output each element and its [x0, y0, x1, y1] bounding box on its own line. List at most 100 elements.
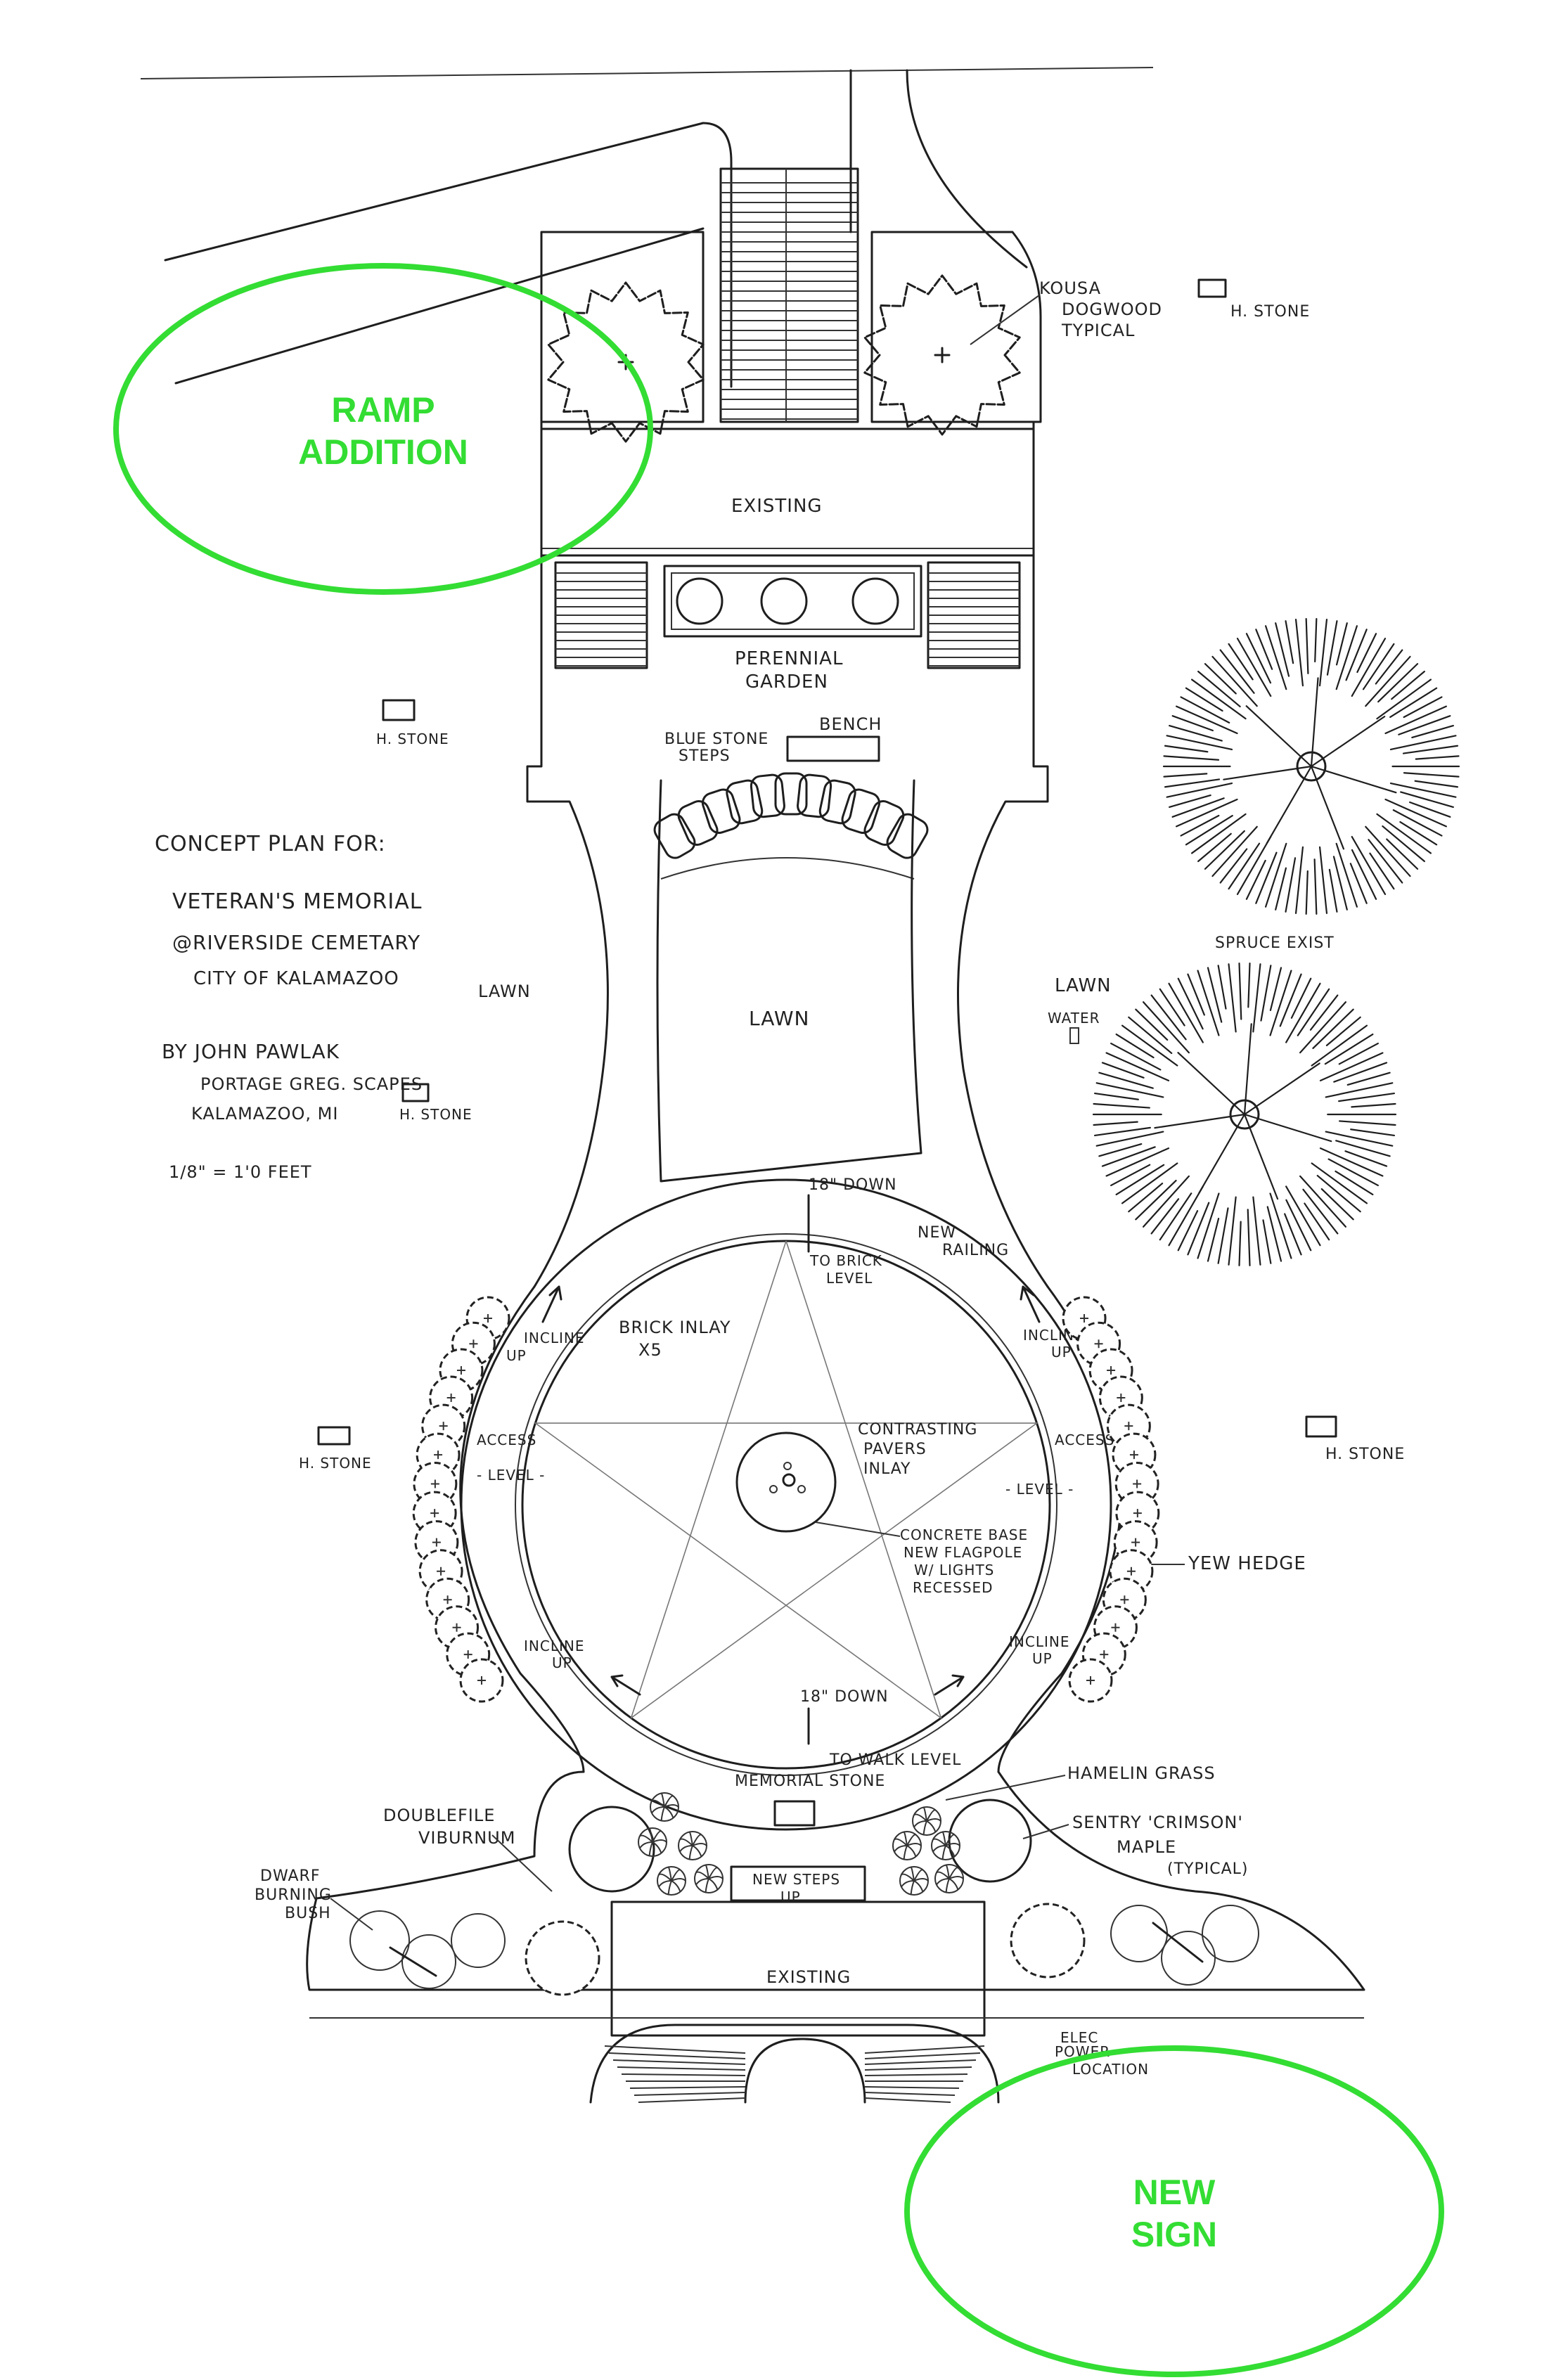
sentry-maples: [525, 1799, 1086, 1996]
h-stone-label-4: H. STONE: [299, 1455, 372, 1472]
riverside-label: @RIVERSIDE CEMETARY: [172, 931, 420, 954]
garden-label: GARDEN: [745, 671, 828, 693]
viburnum-label: VIBURNUM: [418, 1828, 515, 1848]
burning-label: BURNING: [255, 1886, 332, 1904]
typical-label: TYPICAL: [1061, 321, 1135, 340]
existing-terrace: [540, 427, 1035, 557]
pavers-label: PAVERS: [863, 1441, 927, 1458]
doublefile-label: DOUBLEFILE: [383, 1806, 495, 1825]
concrete-base-label: CONCRETE BASE: [900, 1526, 1028, 1543]
author-label: BY JOHN PAWLAK: [162, 1040, 340, 1063]
water-label: WATER: [1048, 1010, 1100, 1027]
up-tr: UP: [1051, 1344, 1072, 1361]
new-sign-callout: [904, 2045, 1444, 2377]
elec-label: ELEC: [1060, 2029, 1098, 2046]
dogwood-label: DOGWOOD: [1062, 300, 1162, 319]
down-18-bottom-label: 18" DOWN: [800, 1688, 889, 1706]
perennial-garden-box: [663, 565, 922, 638]
up-bl: UP: [552, 1654, 572, 1671]
typical-paren-label: (TYPICAL): [1167, 1860, 1248, 1878]
spruce-label: SPRUCE EXIST: [1215, 934, 1335, 952]
title-block: CONCEPT PLAN FOR: VETERAN'S MEMORIAL @RI…: [155, 832, 423, 1182]
company-label: PORTAGE GREG. SCAPES: [200, 1074, 423, 1094]
contrasting-label: CONTRASTING: [858, 1421, 977, 1439]
down-18-top-label: 18" DOWN: [809, 1176, 897, 1194]
incline-bl: INCLINE: [524, 1638, 584, 1654]
hamelin-leader: [945, 1775, 1066, 1801]
perennial-label: PERENNIAL: [735, 648, 843, 669]
veterans-memorial-label: VETERAN'S MEMORIAL: [172, 889, 422, 914]
h-stone-label-5: H. STONE: [1325, 1446, 1405, 1463]
up-br: UP: [1032, 1650, 1053, 1667]
top-border-line: [140, 67, 1154, 79]
burning-bush-leader: [330, 1898, 373, 1931]
top-planters: [540, 69, 1042, 423]
railing-label: RAILING: [942, 1242, 1009, 1259]
access-right: ACCESS: [1055, 1432, 1114, 1448]
location-label-elec: LOCATION: [1072, 2061, 1149, 2078]
to-brick-label: TO BRICK: [809, 1252, 882, 1269]
circular-plaza: [459, 1178, 1123, 1831]
ramp-line1: RAMP: [331, 390, 435, 430]
steps-label: STEPS: [679, 747, 731, 765]
location-label: KALAMAZOO, MI: [191, 1104, 338, 1124]
diagonal-road: [164, 122, 733, 388]
level-right: - LEVEL -: [1005, 1481, 1074, 1498]
kousa-label: KOUSA: [1039, 278, 1101, 298]
bench-label: BENCH: [819, 714, 882, 734]
maple-leader: [1022, 1824, 1069, 1839]
new-flagpole-label: NEW FLAGPOLE: [904, 1544, 1022, 1561]
blue-stone-steps: [653, 772, 929, 859]
hamelin-grass-label: HAMELIN GRASS: [1067, 1763, 1216, 1783]
existing-top-label: EXISTING: [731, 496, 823, 517]
incline-arrows: [541, 1194, 1041, 1745]
viburnum-leader: [491, 1834, 553, 1892]
side-steps-right: [927, 561, 1021, 669]
burning-bush-group: [349, 1905, 1259, 1989]
memorial-stone-label: MEMORIAL STONE: [735, 1773, 885, 1790]
level-left: - LEVEL -: [477, 1467, 545, 1484]
yew-hedge-right: [1062, 1296, 1160, 1703]
city-label: CITY OF KALAMAZOO: [193, 968, 399, 989]
memorial-stone: [773, 1800, 816, 1827]
top-staircase: [719, 167, 859, 423]
access-left: ACCESS: [477, 1432, 536, 1448]
kousa-leader: [970, 295, 1040, 345]
bench: [786, 735, 880, 762]
sign-line1: NEW: [1133, 2173, 1216, 2212]
h-stone-label-2: H. STONE: [376, 731, 449, 747]
concept-title: CONCEPT PLAN FOR:: [155, 832, 386, 856]
to-brick-level-label: LEVEL: [826, 1270, 873, 1287]
h-stone-label-1: H. STONE: [1230, 303, 1310, 321]
w-lights-label: W/ LIGHTS: [914, 1562, 994, 1578]
recessed-label: RECESSED: [913, 1579, 994, 1596]
ramp-line2: ADDITION: [298, 432, 468, 472]
brick-inlay-label: BRICK INLAY: [619, 1318, 731, 1337]
h-stone-label-3: H. STONE: [399, 1106, 472, 1123]
blue-stone-label: BLUE STONE: [664, 731, 769, 748]
hamelin-grass-clumps: [638, 1792, 964, 1896]
incline-br: INCLINE: [1009, 1633, 1069, 1650]
lawn-center-label: LAWN: [749, 1007, 810, 1030]
yew-hedge-left: [412, 1296, 510, 1703]
bush-label: BUSH: [285, 1905, 331, 1922]
sign-line2: SIGN: [1131, 2215, 1217, 2254]
spruce-trees: [1092, 618, 1460, 1266]
flagpole-base: [735, 1432, 837, 1533]
headstone-markers: [317, 278, 1337, 1446]
to-walk-level-label: TO WALK LEVEL: [829, 1751, 961, 1769]
x5-label: X5: [638, 1340, 662, 1360]
new-steps-label: NEW STEPS: [752, 1871, 840, 1888]
dwarf-label: DWARF: [260, 1867, 320, 1885]
scale-label: 1/8" = 1'0 FEET: [169, 1162, 312, 1182]
corridor-outline: [526, 420, 1049, 1288]
lawn-right-label: LAWN: [1055, 975, 1112, 996]
lawn-left-label: LAWN: [478, 982, 531, 1001]
bottom-entrance: MEMORIAL STONE: [306, 1770, 1365, 2104]
maple-label: MAPLE: [1117, 1837, 1176, 1857]
water-spigot: [1069, 1027, 1079, 1044]
up-tl: UP: [506, 1347, 527, 1364]
new-railing-new-label: NEW: [918, 1224, 956, 1242]
lawn-edge-arc: [660, 857, 915, 880]
